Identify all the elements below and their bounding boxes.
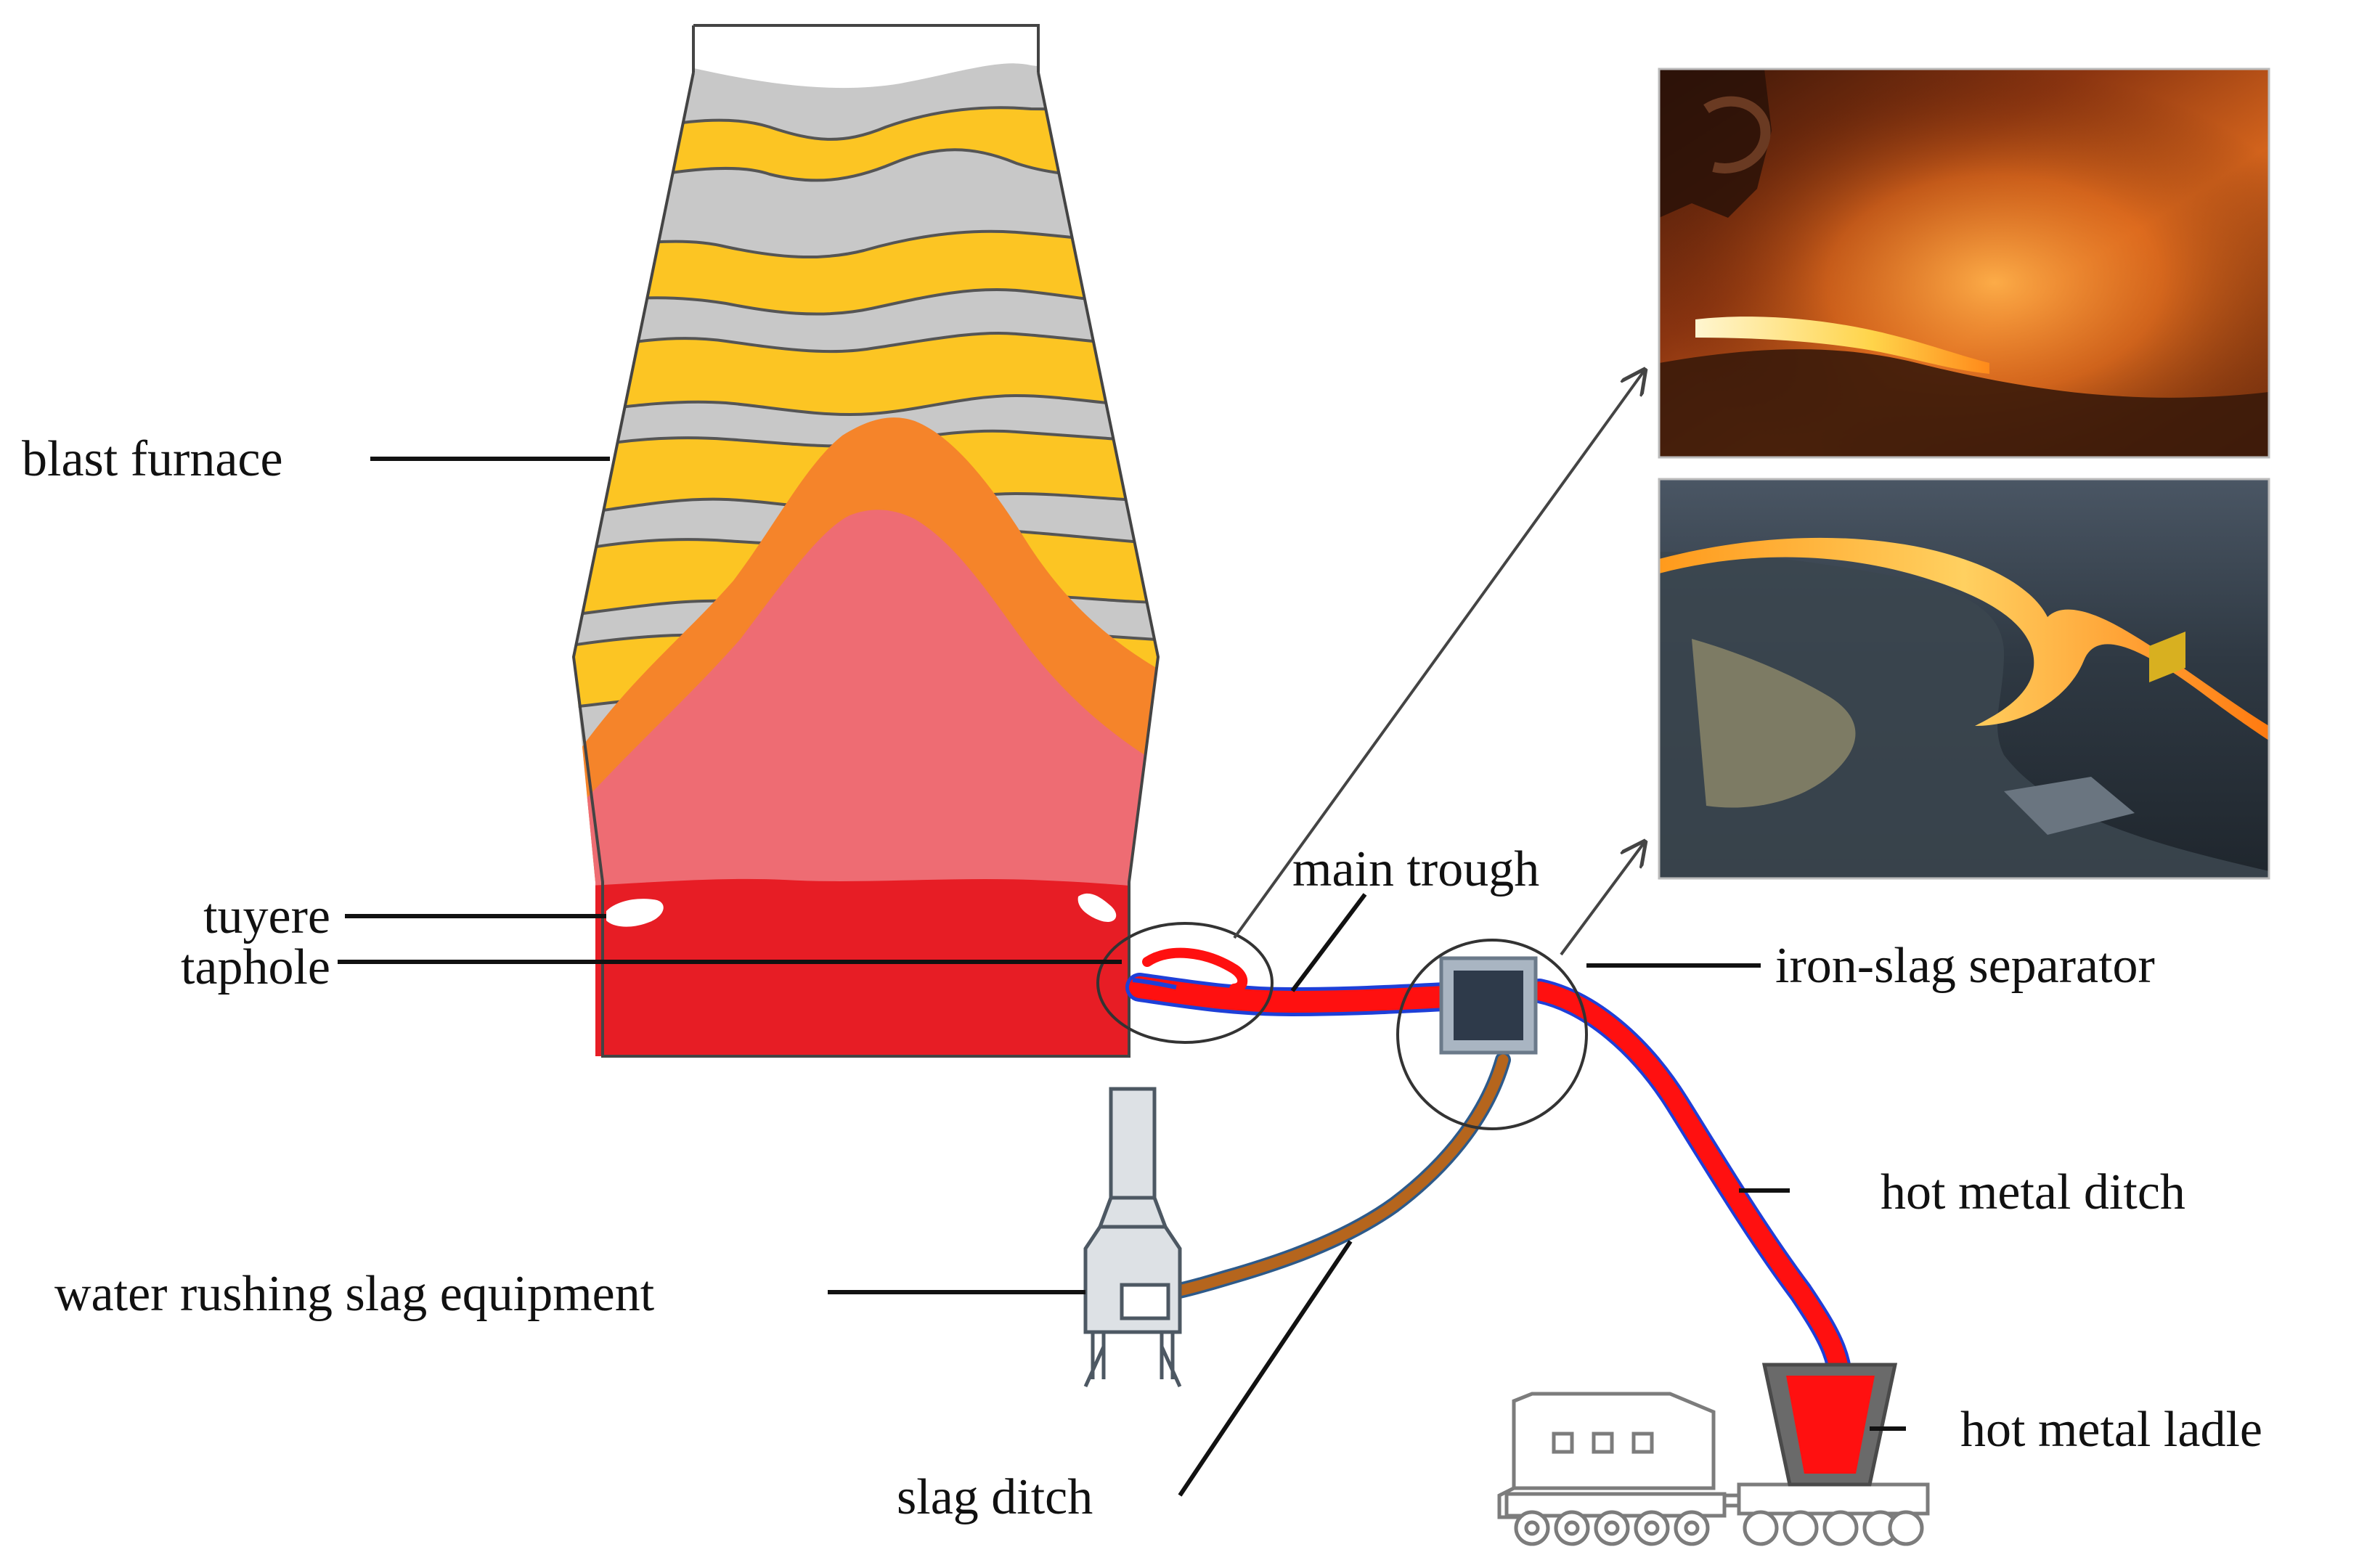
photo-1-ground bbox=[1659, 349, 2269, 457]
label-hot-metal-ladle: hot metal ladle bbox=[1960, 1402, 2262, 1458]
tuyere-left bbox=[606, 899, 664, 927]
loco-hub-1 bbox=[1524, 1520, 1540, 1536]
locomotive-window-2 bbox=[1592, 1432, 1614, 1454]
photo-2-molten-flow bbox=[1659, 537, 2269, 740]
hearth bbox=[574, 878, 1158, 1056]
car-wheel-2 bbox=[1783, 1510, 1819, 1546]
loco-hub-4 bbox=[1644, 1520, 1660, 1536]
photo-1-iron-jet bbox=[1695, 317, 1989, 374]
loco-hub-2 bbox=[1564, 1520, 1580, 1536]
iron-slag-separator-photo bbox=[1658, 478, 2270, 880]
ladle-car-deck bbox=[1737, 1482, 1930, 1516]
locomotive-window-1 bbox=[1552, 1432, 1574, 1454]
photo-2-plate bbox=[2004, 777, 2135, 835]
photo-2-frame bbox=[1658, 478, 2270, 880]
furnace-outline bbox=[571, 24, 1160, 1058]
main-trough bbox=[1129, 976, 1470, 1013]
photo-2-slag-patch bbox=[1692, 639, 1856, 808]
hot-metal-ditch bbox=[1530, 981, 1850, 1414]
tuyere-right bbox=[1077, 893, 1117, 922]
photo-2-floor bbox=[1659, 552, 2269, 878]
taphole-stream-edge bbox=[1132, 978, 1177, 989]
slag-equipment-struts bbox=[1083, 1345, 1182, 1388]
slag-ditch bbox=[1167, 1054, 1509, 1298]
label-blast-furnace: blast furnace bbox=[22, 431, 283, 487]
arrow-to-tapping-photo bbox=[1233, 370, 1645, 939]
label-iron-slag-separator: iron-slag separator bbox=[1775, 938, 2155, 994]
separator-core bbox=[1454, 971, 1523, 1040]
iron-slag-separator bbox=[1439, 956, 1538, 1055]
ladle-car bbox=[1737, 1482, 1930, 1546]
taphole-tapping-photo bbox=[1658, 68, 2270, 459]
loco-hub-5 bbox=[1684, 1520, 1700, 1536]
photo-1-pipe bbox=[1703, 96, 1771, 173]
hot-metal-ladle bbox=[1761, 1363, 1898, 1487]
car-wheel-1 bbox=[1743, 1510, 1779, 1546]
label-water-rushing-slag-equipment: water rushing slag equipment bbox=[54, 1266, 655, 1322]
leader-main-trough bbox=[1290, 893, 1367, 992]
slag-equipment-inlet bbox=[1120, 1283, 1170, 1320]
slag-equipment-neck bbox=[1097, 1196, 1168, 1229]
loco-hub-3 bbox=[1604, 1520, 1620, 1536]
slag-equipment-legs bbox=[1091, 1332, 1175, 1379]
label-taphole: taphole bbox=[181, 939, 330, 995]
car-wheel-3 bbox=[1822, 1510, 1859, 1546]
arrow-to-separator-photo bbox=[1560, 842, 1645, 956]
taphole-highlight-circle bbox=[1096, 922, 1274, 1044]
photo-2-warning-sign bbox=[2149, 632, 2185, 682]
label-tuyere: tuyere bbox=[203, 889, 330, 944]
leader-slag-ditch bbox=[1178, 1240, 1353, 1497]
separator-highlight-circle bbox=[1396, 939, 1588, 1130]
label-slag-ditch: slag ditch bbox=[897, 1469, 1093, 1525]
blast-furnace bbox=[571, 24, 1160, 1058]
ladle-molten-iron bbox=[1786, 1376, 1875, 1474]
label-hot-metal-ditch: hot metal ditch bbox=[1881, 1164, 2185, 1220]
locomotive-window-3 bbox=[1631, 1432, 1654, 1454]
photo-1-frame bbox=[1658, 68, 2270, 459]
taphole-stream bbox=[1142, 947, 1248, 994]
label-main-trough: main trough bbox=[1292, 841, 1539, 897]
car-wheel-5 bbox=[1888, 1510, 1924, 1546]
slag-equipment-chimney bbox=[1109, 1087, 1157, 1200]
locomotive bbox=[1497, 1392, 1756, 1546]
water-rushing-slag-equipment bbox=[1083, 1087, 1182, 1388]
